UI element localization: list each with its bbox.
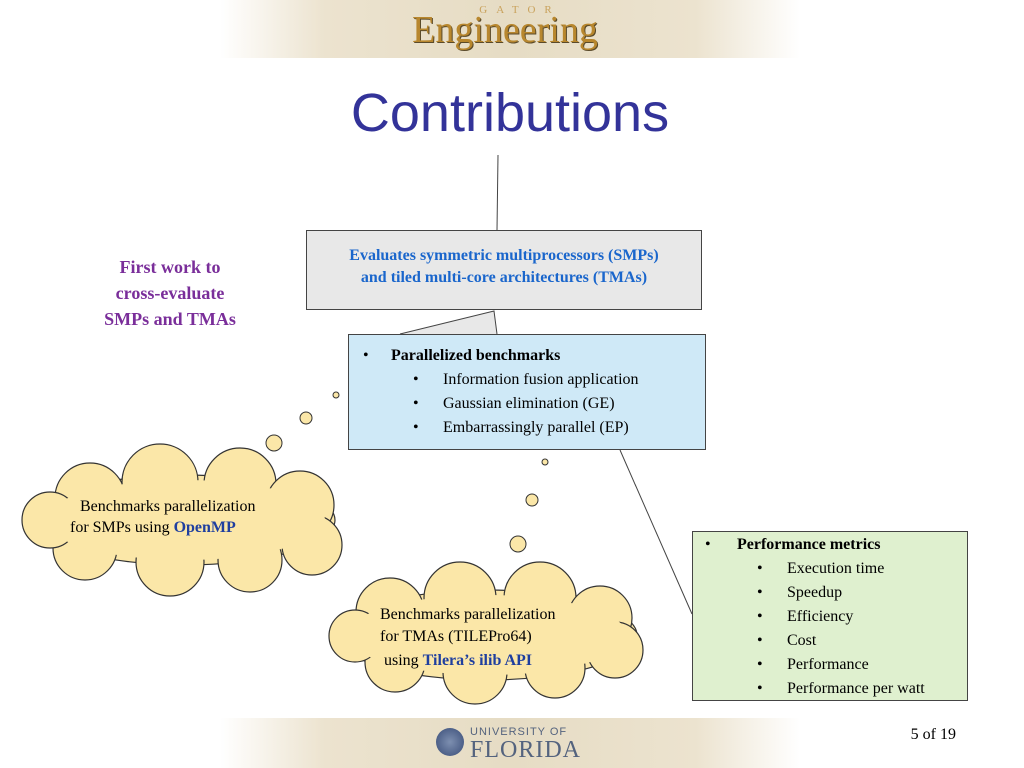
metric-item: Cost (787, 632, 817, 649)
bullet: • (757, 656, 763, 673)
slide-title: Contributions (350, 83, 670, 143)
metric-item: Speedup (787, 584, 843, 601)
cloud-tma-line-3-prefix: using (384, 652, 423, 669)
note-line-2: cross-evaluate (115, 283, 225, 303)
bullet: • (705, 536, 711, 553)
metric-item: Execution time (787, 560, 885, 577)
cloud-tma-line-2: for TMAs (TILEPro64) (380, 628, 532, 645)
cloud-tma-line-3: using Tilera’s ilib API (384, 650, 532, 671)
bullet: • (757, 560, 763, 577)
evaluation-box: Evaluates symmetric multiprocessors (SMP… (306, 230, 702, 310)
metric-item: Performance (787, 656, 869, 673)
gator-logo-small: GATOR (479, 4, 561, 16)
benchmark-item: Information fusion application (443, 371, 639, 388)
benchmark-item: Embarrassingly parallel (EP) (443, 419, 629, 436)
bullet: • (757, 584, 763, 601)
note-line-3: SMPs and TMAs (104, 309, 236, 329)
uf-logo-small: UNIVERSITY OF (470, 726, 568, 738)
bullet: • (413, 395, 419, 412)
uf-logo-big: FLORIDA (470, 737, 582, 763)
cloud-smp-line-2-prefix: for SMPs using (70, 519, 174, 536)
bullet: • (413, 371, 419, 388)
metric-item: Performance per watt (787, 680, 925, 697)
bullet: • (413, 419, 419, 436)
cloud-tma-fill (347, 595, 627, 675)
bullet: • (757, 680, 763, 697)
uf-seal-icon (436, 728, 464, 756)
thought-dot-4 (541, 458, 549, 466)
bullet: • (363, 347, 369, 364)
performance-box: • Performance metrics • Execution time •… (692, 531, 968, 701)
main-callout-tail (399, 310, 498, 335)
evaluation-line-1: Evaluates symmetric multiprocessors (SMP… (349, 247, 659, 264)
performance-heading: Performance metrics (737, 536, 881, 553)
thought-dot-1 (332, 391, 340, 399)
bullet: • (757, 632, 763, 649)
bullet: • (757, 608, 763, 625)
header-banner (220, 0, 800, 58)
thought-dot-2 (299, 411, 313, 425)
cloud-tma-line-1: Benchmarks parallelization (380, 606, 556, 623)
perf-connector (619, 449, 693, 615)
tilera-highlight: Tilera’s ilib API (422, 652, 533, 669)
note-line-1: First work to (119, 257, 221, 277)
cloud-smp-line-2: for SMPs using OpenMP (70, 517, 236, 538)
engineering-logo: Engineering (412, 9, 598, 51)
thought-dot-6 (509, 535, 527, 553)
thought-dot-3 (265, 434, 283, 452)
evaluation-line-2: and tiled multi-core architectures (TMAs… (360, 269, 648, 286)
page-number: 5 of 19 (910, 726, 956, 743)
first-work-note: First work to cross-evaluate SMPs and TM… (70, 254, 270, 332)
thought-dot-5 (525, 493, 539, 507)
cloud-smp-fill (45, 480, 325, 560)
benchmark-item: Gaussian elimination (GE) (443, 395, 615, 412)
title-connector (496, 154, 499, 231)
openmp-highlight: OpenMP (173, 519, 236, 536)
metric-item: Efficiency (787, 608, 854, 625)
cloud-smp-line-1: Benchmarks parallelization (80, 498, 256, 515)
benchmarks-box: • Parallelized benchmarks • Information … (348, 334, 706, 450)
footer-banner (220, 718, 800, 768)
benchmarks-heading: Parallelized benchmarks (391, 347, 561, 364)
